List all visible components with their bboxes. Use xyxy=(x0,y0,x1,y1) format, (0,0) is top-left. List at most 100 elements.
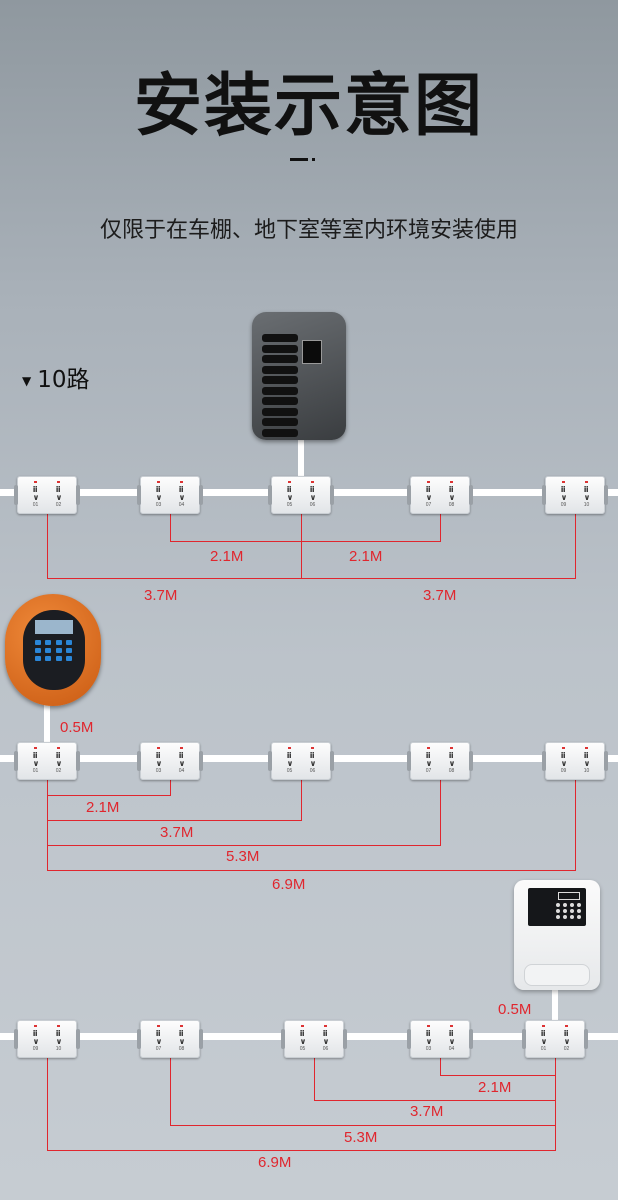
indicator-led xyxy=(34,481,37,483)
socket-number: 10 xyxy=(583,502,590,508)
indicator-led xyxy=(311,481,314,483)
outlet-pins-icon: ⅱ∨ xyxy=(286,485,293,502)
socket-number: 08 xyxy=(448,768,455,774)
measure-line xyxy=(440,1056,441,1076)
socket-number: 10 xyxy=(55,1046,62,1052)
socket-outlet: ⅱ∨04 xyxy=(443,1025,461,1057)
outlet-pins-icon: ⅱ∨ xyxy=(563,1029,570,1046)
socket-number: 09 xyxy=(32,1046,39,1052)
indicator-led xyxy=(585,747,588,749)
outlet-pins-icon: ⅱ∨ xyxy=(309,485,316,502)
indicator-led xyxy=(450,481,453,483)
outlet-pins-icon: ⅱ∨ xyxy=(178,1029,185,1046)
outlet-pins-icon: ⅱ∨ xyxy=(448,485,455,502)
device-screen xyxy=(35,620,73,634)
socket-number: 01 xyxy=(540,1046,547,1052)
socket-number: 08 xyxy=(448,502,455,508)
indicator-led xyxy=(288,747,291,749)
charging-slots xyxy=(262,334,298,439)
socket-number: 01 xyxy=(32,768,39,774)
socket-outlet: ⅱ∨04 xyxy=(173,481,191,513)
measure-line xyxy=(314,1056,315,1101)
wire-drop-row-1 xyxy=(298,438,304,492)
measure-line xyxy=(170,541,441,542)
indicator-led xyxy=(450,1025,453,1027)
socket-number: 10 xyxy=(583,768,590,774)
measure-line xyxy=(47,820,302,821)
socket-number: 09 xyxy=(560,502,567,508)
indicator-led xyxy=(427,481,430,483)
title-divider-dot xyxy=(312,158,315,161)
distance-label: 5.3M xyxy=(344,1129,378,1146)
socket-number: 04 xyxy=(178,768,185,774)
device-display xyxy=(558,892,580,900)
socket-number: 05 xyxy=(299,1046,306,1052)
socket-number: 03 xyxy=(155,502,162,508)
socket-number: 04 xyxy=(178,502,185,508)
measure-line xyxy=(440,778,441,846)
drop-distance-label: 0.5M xyxy=(60,719,94,736)
indicator-led xyxy=(57,1025,60,1027)
measure-line xyxy=(47,845,441,846)
outlet-pins-icon: ⅱ∨ xyxy=(32,485,39,502)
socket-number: 06 xyxy=(309,502,316,508)
measure-line xyxy=(47,1150,556,1151)
socket-outlet: ⅱ∨10 xyxy=(50,1025,68,1057)
outlet-pins-icon: ⅱ∨ xyxy=(299,1029,306,1046)
indicator-led xyxy=(450,747,453,749)
socket-outlet: ⅱ∨02 xyxy=(558,1025,576,1057)
indicator-led xyxy=(180,1025,183,1027)
socket-outlet: ⅱ∨09 xyxy=(555,481,573,513)
socket-outlet: ⅱ∨02 xyxy=(50,747,68,779)
distance-label: 6.9M xyxy=(272,876,306,893)
measure-line xyxy=(555,1056,556,1151)
measure-line xyxy=(170,778,171,796)
socket-number: 01 xyxy=(32,502,39,508)
socket-number: 07 xyxy=(155,1046,162,1052)
outlet-pins-icon: ⅱ∨ xyxy=(425,485,432,502)
route-count: ▼10路 xyxy=(22,360,90,394)
socket-number: 05 xyxy=(286,502,293,508)
socket-outlet: ⅱ∨10 xyxy=(578,481,596,513)
socket-number: 03 xyxy=(425,1046,432,1052)
indicator-led xyxy=(427,747,430,749)
wire-drop-row-3 xyxy=(552,988,558,1036)
measure-line xyxy=(170,1056,171,1126)
outlet-pins-icon: ⅱ∨ xyxy=(540,1029,547,1046)
indicator-led xyxy=(34,747,37,749)
socket-number: 04 xyxy=(448,1046,455,1052)
indicator-led xyxy=(157,747,160,749)
socket-outlet: ⅱ∨01 xyxy=(27,747,45,779)
socket-outlet: ⅱ∨05 xyxy=(294,1025,312,1057)
outlet-pins-icon: ⅱ∨ xyxy=(425,1029,432,1046)
outlet-pins-icon: ⅱ∨ xyxy=(55,751,62,768)
measure-line xyxy=(301,512,302,579)
socket-outlet: ⅱ∨04 xyxy=(173,747,191,779)
indicator-led xyxy=(157,481,160,483)
distance-label: 5.3M xyxy=(226,848,260,865)
socket-number: 08 xyxy=(178,1046,185,1052)
outlet-pins-icon: ⅱ∨ xyxy=(560,485,567,502)
indicator-led xyxy=(311,747,314,749)
distance-label: 2.1M xyxy=(478,1079,512,1096)
socket-number: 02 xyxy=(55,502,62,508)
socket-outlet: ⅱ∨03 xyxy=(420,1025,438,1057)
wire-drop-row-2 xyxy=(44,704,50,758)
indicator-led xyxy=(427,1025,430,1027)
measure-line xyxy=(47,870,576,871)
outlet-pins-icon: ⅱ∨ xyxy=(55,485,62,502)
socket-number: 02 xyxy=(55,768,62,774)
socket-outlet: ⅱ∨08 xyxy=(443,747,461,779)
distance-label: 2.1M xyxy=(86,799,120,816)
measure-line xyxy=(170,1125,556,1126)
keypad xyxy=(35,640,73,661)
triangle-icon: ▼ xyxy=(22,373,32,388)
